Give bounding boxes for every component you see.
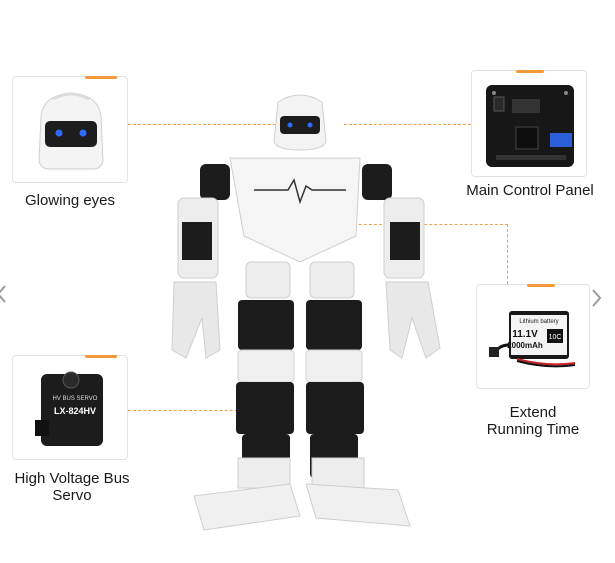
- robot-torso: [229, 157, 361, 263]
- servo-image: HV BUS SERVO LX-824HV: [35, 371, 103, 446]
- servo-label: High Voltage Bus Servo: [4, 470, 140, 504]
- servo-brand: HV BUS SERVO: [53, 396, 98, 402]
- panel-connector: [344, 124, 471, 125]
- panel-label: Main Control Panel: [466, 182, 594, 199]
- battery-label-line2: Running Time: [486, 421, 580, 438]
- robot-head-image: [38, 92, 104, 170]
- robot-right-foot: [305, 483, 411, 527]
- humanoid-robot-image: [171, 94, 441, 531]
- eyes-connector: [128, 124, 276, 125]
- eyes-card: [12, 76, 128, 183]
- prev-arrow[interactable]: [0, 284, 6, 304]
- servo-model: LX-824HV: [54, 406, 96, 416]
- battery-capacity: 2000mAh: [507, 341, 543, 350]
- battery-card: Lithium battery 11.1V 2000mAh 10C: [476, 284, 590, 389]
- battery-image: Lithium battery 11.1V 2000mAh 10C: [489, 311, 576, 368]
- servo-label-line2: Servo: [52, 487, 92, 504]
- chevron-left-icon: [0, 285, 6, 303]
- servo-label-line1: High Voltage Bus: [14, 470, 130, 487]
- servo-card: HV BUS SERVO LX-824HV: [12, 355, 128, 460]
- battery-label: Extend Running Time: [460, 404, 606, 438]
- robot-left-foot: [193, 483, 301, 531]
- battery-rate: 10C: [549, 334, 562, 341]
- eyes-label: Glowing eyes: [24, 192, 116, 209]
- control-board-image: [486, 85, 574, 167]
- servo-connector: [128, 410, 258, 411]
- next-arrow[interactable]: [592, 288, 602, 308]
- panel-card: [471, 70, 587, 177]
- chevron-right-icon: [592, 289, 602, 307]
- battery-label-line1: Extend: [509, 404, 557, 421]
- battery-brand: Lithium battery: [519, 319, 558, 325]
- battery-connector-v: [507, 224, 508, 284]
- battery-voltage: 11.1V: [512, 329, 538, 340]
